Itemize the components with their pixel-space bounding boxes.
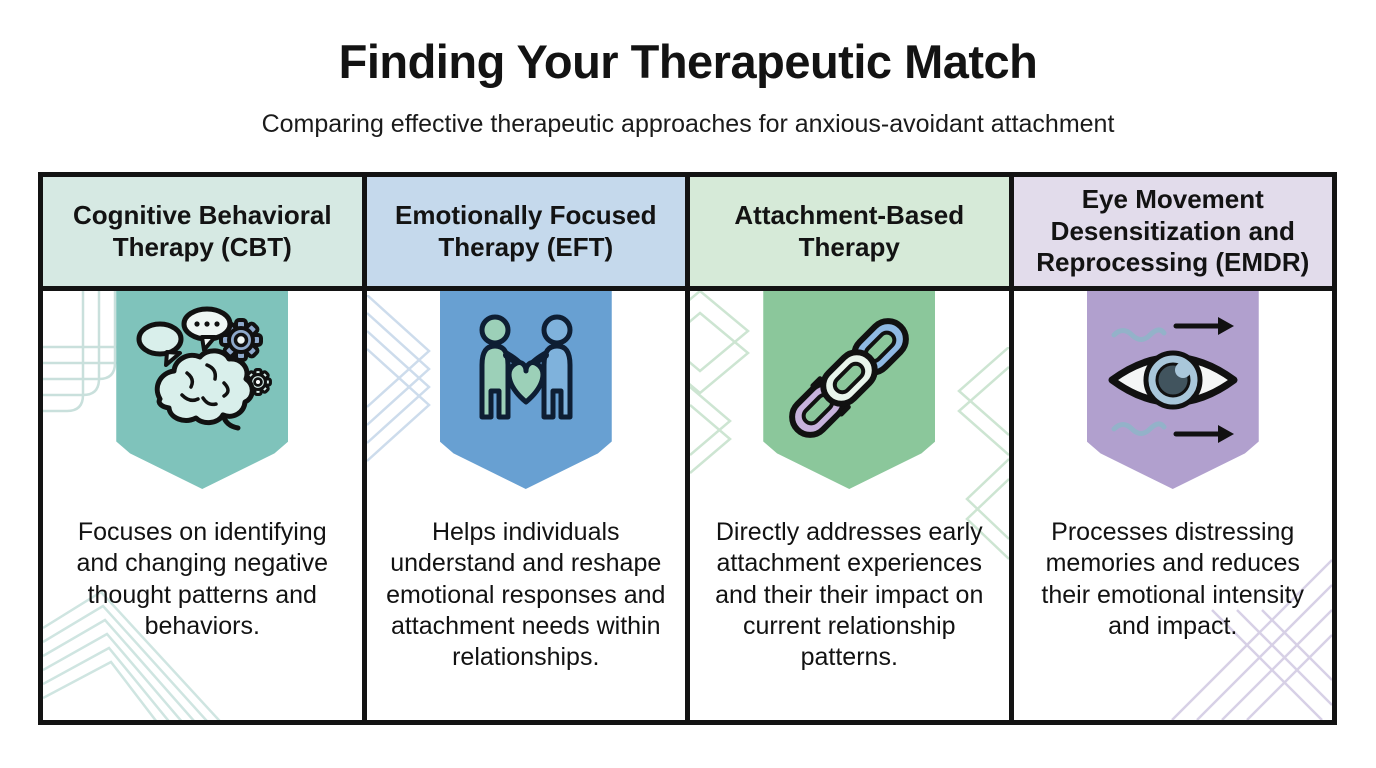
column-cbt: Cognitive Behavioral Therapy (CBT) <box>43 177 362 720</box>
two-people-heart-icon <box>479 314 573 420</box>
column-eft-header: Emotionally Focused Therapy (EFT) <box>366 177 685 291</box>
cbt-description: Focuses on identifying and changing nega… <box>76 518 329 640</box>
column-emdr-body: Processes distressing memories and reduc… <box>1013 291 1332 720</box>
cbt-banner <box>116 291 289 489</box>
page-subtitle: Comparing effective therapeutic approach… <box>261 110 1115 138</box>
column-cbt-body: Focuses on identifying and changing nega… <box>43 291 362 720</box>
eft-description: Helps individuals understand and reshape… <box>386 518 666 671</box>
column-attachment-body: Directly addresses early attachment expe… <box>690 291 1009 720</box>
therapy-comparison-table: Cognitive Behavioral Therapy (CBT) <box>38 172 1337 725</box>
column-eft-body: Helps individuals understand and reshape… <box>366 291 685 720</box>
emdr-description: Processes distressing memories and reduc… <box>1041 518 1305 640</box>
column-emdr-header: Eye Movement Desensitization and Reproce… <box>1013 177 1332 291</box>
column-attachment-header: Attachment-Based Therapy <box>690 177 1009 291</box>
chevron-lines-decoration <box>366 295 431 462</box>
attachment-description: Directly addresses early attachment expe… <box>715 518 984 671</box>
attachment-banner <box>763 291 936 489</box>
column-attachment: Attachment-Based Therapy <box>685 177 1009 720</box>
emdr-banner <box>1086 291 1259 489</box>
column-emdr: Eye Movement Desensitization and Reproce… <box>1008 177 1332 720</box>
brain-speech-gears-icon <box>136 306 273 431</box>
page-title: Finding Your Therapeutic Match <box>338 35 1038 88</box>
eye-movement-arrows-icon <box>1108 317 1238 443</box>
column-cbt-header: Cognitive Behavioral Therapy (CBT) <box>43 177 362 291</box>
eft-banner <box>439 291 612 489</box>
column-eft: Emotionally Focused Therapy (EFT) <box>361 177 685 720</box>
chain-links-icon <box>789 318 910 438</box>
